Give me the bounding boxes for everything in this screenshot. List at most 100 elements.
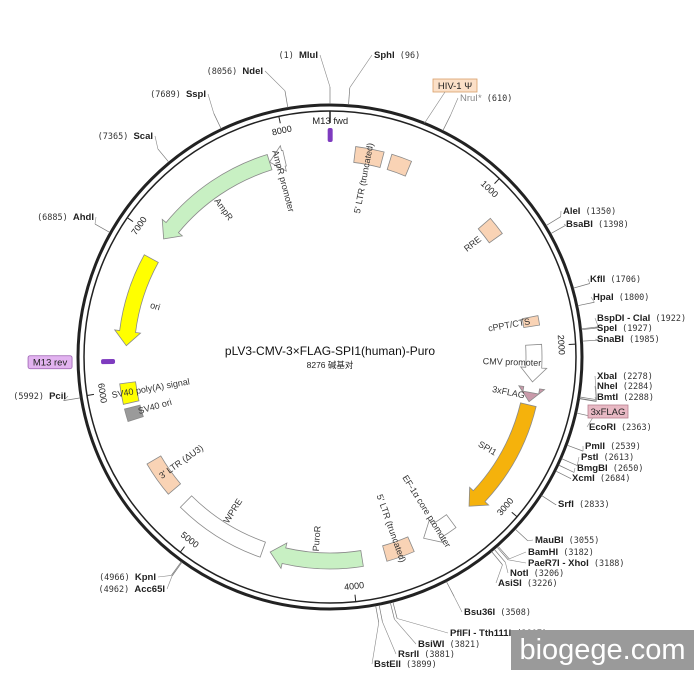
site-leader (569, 477, 572, 479)
restriction-site-label: PstI (2613) (581, 452, 634, 463)
site-name: BmgBI (577, 463, 608, 474)
site-position: (2539) (605, 442, 641, 452)
feature-label: AmpR (212, 196, 235, 223)
site-position: (3206) (528, 569, 564, 579)
site-name: PmlI (585, 441, 605, 452)
site-leader (587, 278, 591, 284)
site-name: AhdI (73, 212, 94, 223)
hiv-psi-label: HIV-1 Ψ (438, 81, 472, 92)
site-tick (375, 605, 380, 623)
site-name: PciI (49, 391, 66, 402)
site-position: (2284) (618, 382, 654, 392)
site-name: HpaI (593, 292, 614, 303)
site-tick (573, 283, 590, 289)
site-tick (94, 223, 110, 233)
restriction-site-label: SrfI (2833) (558, 499, 610, 510)
site-position: (1706) (605, 275, 641, 285)
site-tick (496, 546, 509, 561)
feature-label: SV40 ori (137, 397, 173, 416)
feature-arrow (382, 536, 415, 562)
tick-label: 5000 (179, 530, 201, 550)
site-leader (594, 375, 597, 400)
site-position: (3821) (444, 640, 480, 650)
site-tick (581, 326, 599, 330)
primer-label: M13 rev (33, 358, 68, 369)
site-name: AsiSI (498, 578, 522, 589)
restriction-site-label: XbaI (2278) (597, 371, 653, 382)
restriction-site-label: AleI (1350) (563, 206, 616, 217)
site-tick (390, 602, 395, 620)
site-tick (579, 398, 597, 402)
site-leader (509, 551, 527, 560)
site-tick (579, 397, 597, 402)
site-name: BamHI (528, 547, 558, 558)
site-name: PaeR7I - XhoI (528, 558, 589, 569)
site-position: (2613) (598, 453, 634, 463)
site-position: (2278) (617, 372, 653, 382)
flag-label: 3xFLAG (591, 407, 626, 418)
tick-mark (179, 546, 185, 553)
restriction-site-label: BsiWI (3821) (418, 639, 480, 650)
restriction-site-label: NotI (3206) (510, 568, 564, 579)
site-leader (573, 467, 576, 473)
site-tick (579, 396, 597, 401)
site-position: (3226) (522, 579, 558, 589)
site-tick (561, 458, 578, 466)
site-leader (594, 338, 600, 341)
site-tick (497, 545, 510, 560)
site-leader (94, 216, 97, 225)
site-position: (3508) (495, 608, 531, 618)
site-leader (495, 564, 503, 584)
site-leader (349, 54, 373, 88)
primer-marker (101, 358, 116, 365)
site-leader (576, 456, 580, 466)
site-position: (1) (279, 51, 299, 61)
feature-arrow (353, 146, 385, 168)
site-tick (392, 601, 398, 619)
site-name: Acc65I (134, 584, 165, 595)
site-leader (527, 539, 534, 542)
restriction-site-label: (5992) PciI (13, 391, 66, 402)
site-tick (567, 444, 584, 452)
site-leader (382, 621, 397, 655)
site-tick (555, 470, 572, 480)
site-leader (594, 396, 597, 402)
site-leader (594, 385, 597, 402)
site-tick (494, 549, 506, 563)
restriction-site-label: (6885) AhdI (37, 212, 94, 223)
site-name: AleI (563, 206, 580, 217)
site-name: KpnI (135, 572, 156, 583)
site-name: ScaI (133, 131, 153, 142)
site-leader (63, 395, 69, 401)
feature-arrow (423, 514, 457, 543)
site-name: SpeI (597, 323, 617, 334)
site-name: BsiWI (418, 639, 444, 650)
site-leader (508, 559, 527, 564)
site-tick (63, 397, 81, 401)
feature-label: WPRE (221, 497, 244, 525)
tick-label: 2000 (556, 335, 567, 356)
site-name: PflFI - Tth111I (450, 628, 511, 639)
restriction-site-label: MauBI (3055) (535, 535, 599, 546)
feature-arrow (518, 385, 546, 403)
map-subtitle: 8276 碱基对 (307, 360, 354, 370)
restriction-site-label: (7365) ScaI (98, 131, 153, 142)
restriction-site-label: BmgBI (2650) (577, 463, 643, 474)
site-leader (154, 135, 159, 150)
site-name: PstI (581, 452, 598, 463)
feature-label: ori (149, 300, 161, 312)
feature-label: RRE (462, 234, 483, 254)
site-name: SspI (186, 89, 206, 100)
site-position: (96) (395, 51, 421, 61)
restriction-site-label: BamHI (3182) (528, 547, 594, 558)
site-tick (582, 339, 600, 342)
restriction-site-label: EcoRI (2363) (589, 422, 652, 433)
site-tick (577, 301, 595, 307)
site-position: (6885) (37, 213, 73, 223)
primer-marker (327, 127, 333, 143)
site-tick (545, 216, 561, 226)
feature-label: cPPT/CTS (487, 316, 531, 333)
tick-mark (86, 393, 95, 396)
site-leader (505, 562, 509, 574)
